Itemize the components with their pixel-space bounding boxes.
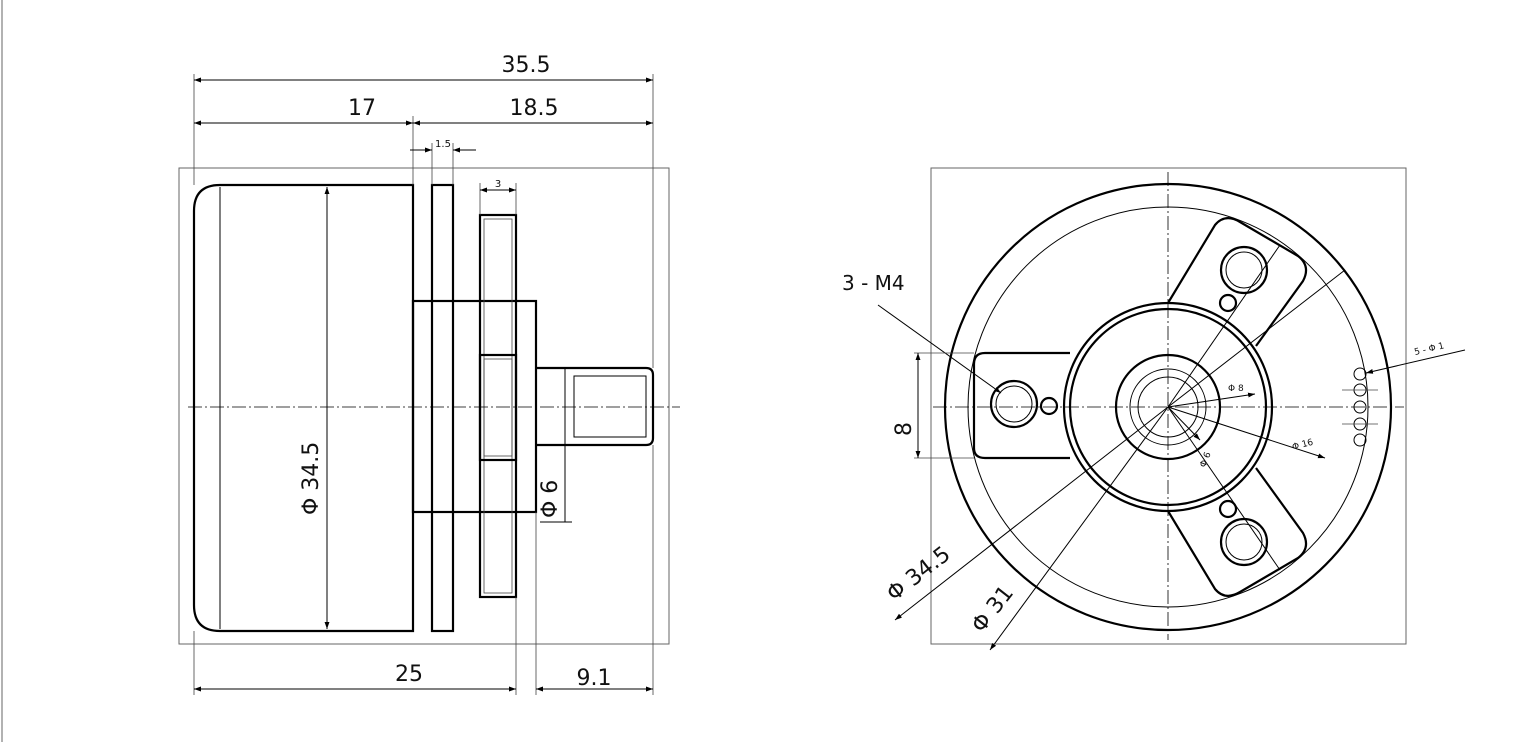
m4-label: 3 - M4 <box>842 271 905 295</box>
dia8-label: Φ 8 <box>1228 384 1244 394</box>
shaft-length-label: 9.1 <box>577 666 612 691</box>
dia31-leader <box>989 406 1169 651</box>
diag-line-lr <box>1167 406 1281 571</box>
shaft-flat <box>573 375 647 438</box>
hub-nut <box>478 353 518 462</box>
diag-line-ur2 <box>1167 244 1281 408</box>
lower-right-arm <box>1167 467 1308 597</box>
front-view: 3 - M4 8 5 - Φ 1 Φ 8 Φ 6 Φ 16 Φ 34.5 Φ 3… <box>842 167 1466 651</box>
m4-hole-left-inner <box>995 385 1033 423</box>
body-length-label: 17 <box>348 96 376 121</box>
m4-hole-left <box>989 379 1039 429</box>
arm-width-label: 8 <box>892 422 917 436</box>
hub-nut-inner <box>483 358 513 457</box>
dia31-label: Φ 31 <box>967 581 1019 638</box>
pin-hole-1 <box>1353 367 1367 381</box>
motor-body <box>192 183 415 633</box>
left-arm <box>972 351 1070 460</box>
front-view-frame <box>930 167 1407 645</box>
shaft <box>536 366 655 447</box>
dia34-leader <box>894 406 1169 621</box>
prop-arm <box>478 213 518 599</box>
pin-hole-5 <box>1353 433 1367 447</box>
m4-hole-upper <box>1219 245 1269 295</box>
boss-thickness-label: 3 <box>495 179 501 190</box>
dia8-leader <box>1167 392 1256 408</box>
m4-leader <box>877 304 1002 394</box>
small-hole-lower <box>1218 499 1238 519</box>
pin-leader <box>1365 349 1466 374</box>
dia6-leader <box>1167 406 1201 441</box>
m4-hole-lower <box>1219 517 1269 567</box>
prop-arm-inner <box>483 218 513 594</box>
mounting-plate <box>430 183 455 633</box>
dia16-leader <box>1167 406 1326 459</box>
dia34-label: Φ 34.5 <box>882 542 955 607</box>
diag-line-ur <box>1167 269 1346 408</box>
front-length-label: 18.5 <box>510 96 559 121</box>
body-diameter-label: Φ 34.5 <box>299 442 324 515</box>
small-hole-upper <box>1218 293 1238 313</box>
upper-right-arm <box>1167 217 1308 347</box>
m4-hole-lower-inner <box>1225 523 1263 561</box>
hub-block <box>411 299 538 514</box>
mount-length-label: 25 <box>395 662 423 687</box>
side-view-frame <box>178 167 670 645</box>
shaft-diameter-label: Φ 6 <box>538 480 563 518</box>
plate-thickness-label: 1.5 <box>435 139 451 150</box>
side-view: Φ 34.5 Φ 6 35.5 17 18.5 1.5 3 <box>178 53 680 695</box>
dia6-label: Φ 6 <box>1199 451 1214 470</box>
m4-hole-upper-inner <box>1225 251 1263 289</box>
small-hole-left <box>1039 396 1059 416</box>
overall-length-label: 35.5 <box>502 53 551 78</box>
